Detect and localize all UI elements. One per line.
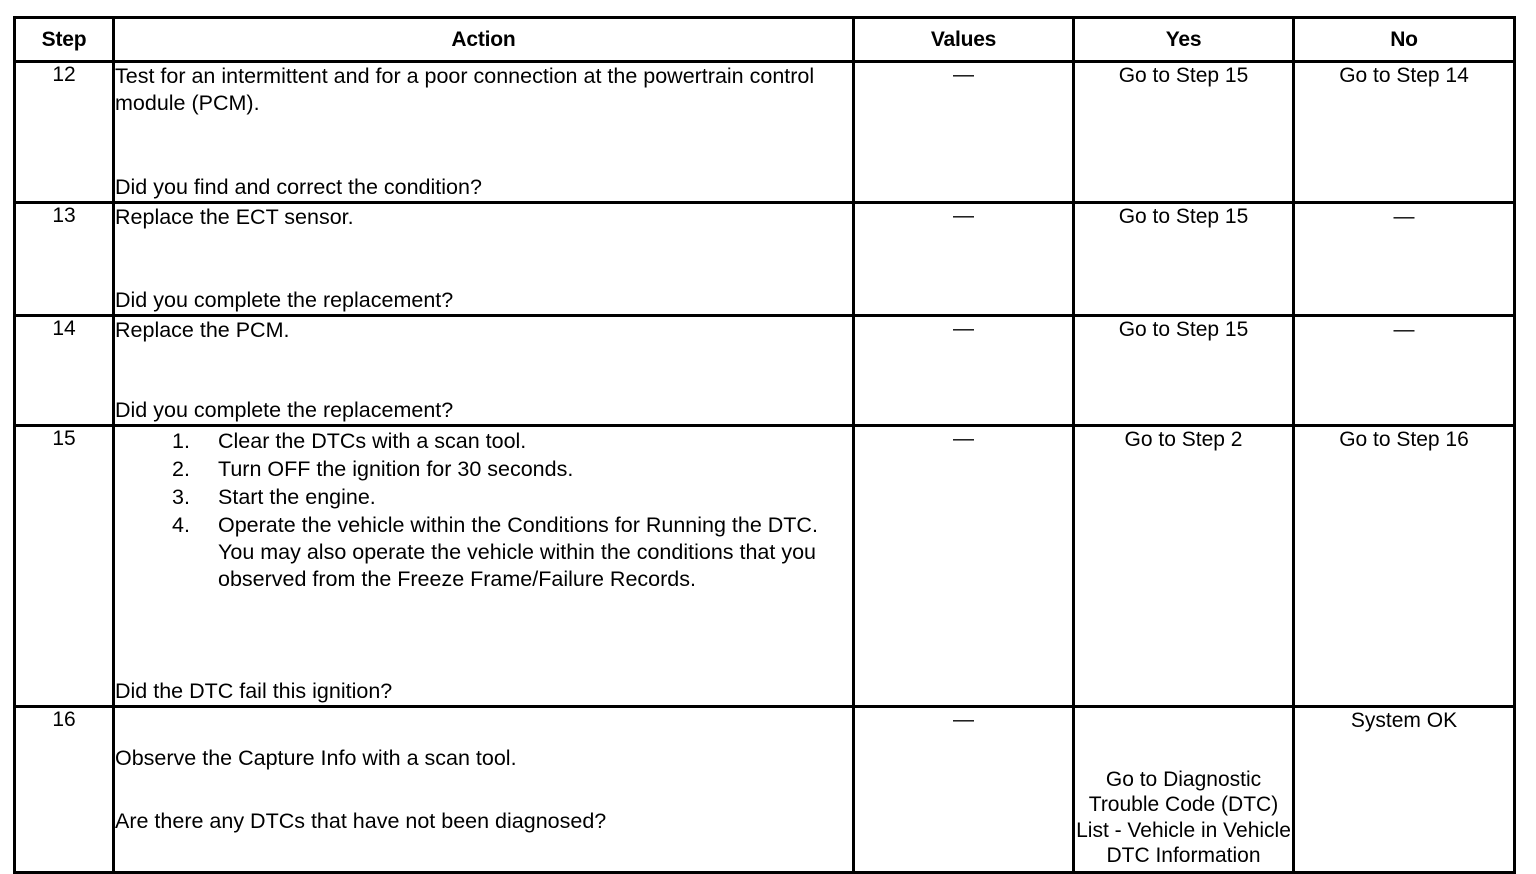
step-number: 16 (13, 705, 115, 874)
action-question-text: Are there any DTCs that have not been di… (115, 808, 607, 833)
step-number: 12 (13, 60, 115, 204)
values-cell: — (852, 705, 1075, 874)
yes-cell: Go to Step 15 (1072, 314, 1295, 427)
values-cell: — (852, 424, 1075, 708)
list-item: Turn OFF the ignition for 30 seconds. (172, 456, 574, 483)
action-question-text: Did the DTC fail this ignition? (115, 679, 393, 704)
no-cell: System OK (1292, 705, 1516, 874)
table-row: 12 Test for an intermittent and for a po… (13, 60, 1516, 204)
column-header-action: Action (112, 16, 855, 63)
values-cell: — (852, 314, 1075, 427)
action-spacer-top (115, 708, 852, 745)
list-item: Clear the DTCs with a scan tool. (172, 428, 527, 455)
yes-cell: Go to Step 15 (1072, 201, 1295, 317)
action-spacer (115, 771, 852, 808)
column-header-no: No (1292, 16, 1516, 63)
action-cell: Replace the PCM. Did you complete the re… (112, 314, 855, 427)
action-ordered-list: Clear the DTCs with a scan tool. Turn OF… (115, 428, 852, 594)
table-row: 16 Observe the Capture Info with a scan … (13, 705, 1516, 874)
step-number: 15 (13, 424, 115, 708)
action-question-text: Did you complete the replacement? (115, 288, 454, 313)
step-number: 13 (13, 201, 115, 317)
no-cell: Go to Step 14 (1292, 60, 1516, 204)
diagnostic-procedure-table: Step Action Values Yes No 12 Test for an… (13, 16, 1516, 874)
action-spacer (115, 116, 852, 174)
values-cell: — (852, 60, 1075, 204)
action-spacer (115, 231, 852, 288)
column-header-yes: Yes (1072, 16, 1295, 63)
action-cell: Observe the Capture Info with a scan too… (112, 705, 855, 874)
action-lead-text: Replace the ECT sensor. (115, 205, 354, 229)
table-header-row: Step Action Values Yes No (13, 16, 1516, 63)
action-lead-text: Observe the Capture Info with a scan too… (115, 745, 517, 770)
action-lead-text: Test for an intermittent and for a poor … (115, 64, 815, 115)
table-row: 13 Replace the ECT sensor. Did you compl… (13, 201, 1516, 317)
table-row: 15 Clear the DTCs with a scan tool. Turn… (13, 424, 1516, 708)
column-header-values: Values (852, 16, 1075, 63)
action-spacer (115, 594, 852, 678)
list-item: Start the engine. (172, 484, 376, 511)
yes-cell: Go to Step 2 (1072, 424, 1295, 708)
list-item: Operate the vehicle within the Condition… (172, 512, 818, 592)
action-cell: Replace the ECT sensor. Did you complete… (112, 201, 855, 317)
action-lead-text: Replace the PCM. (115, 318, 290, 342)
action-question-text: Did you find and correct the condition? (115, 175, 482, 200)
action-question-text: Did you complete the replacement? (115, 398, 454, 423)
table-row: 14 Replace the PCM. Did you complete the… (13, 314, 1516, 427)
action-cell: Clear the DTCs with a scan tool. Turn OF… (112, 424, 855, 708)
step-number: 14 (13, 314, 115, 427)
no-cell: Go to Step 16 (1292, 424, 1516, 708)
column-header-step: Step (13, 16, 115, 63)
no-cell: — (1292, 314, 1516, 427)
action-cell: Test for an intermittent and for a poor … (112, 60, 855, 204)
action-spacer-bottom (115, 834, 852, 871)
values-cell: — (852, 201, 1075, 317)
yes-cell: Go to Step 15 (1072, 60, 1295, 204)
no-cell: — (1292, 201, 1516, 317)
action-spacer (115, 344, 852, 398)
yes-cell: Go to Diagnostic Trouble Code (DTC) List… (1072, 705, 1295, 874)
